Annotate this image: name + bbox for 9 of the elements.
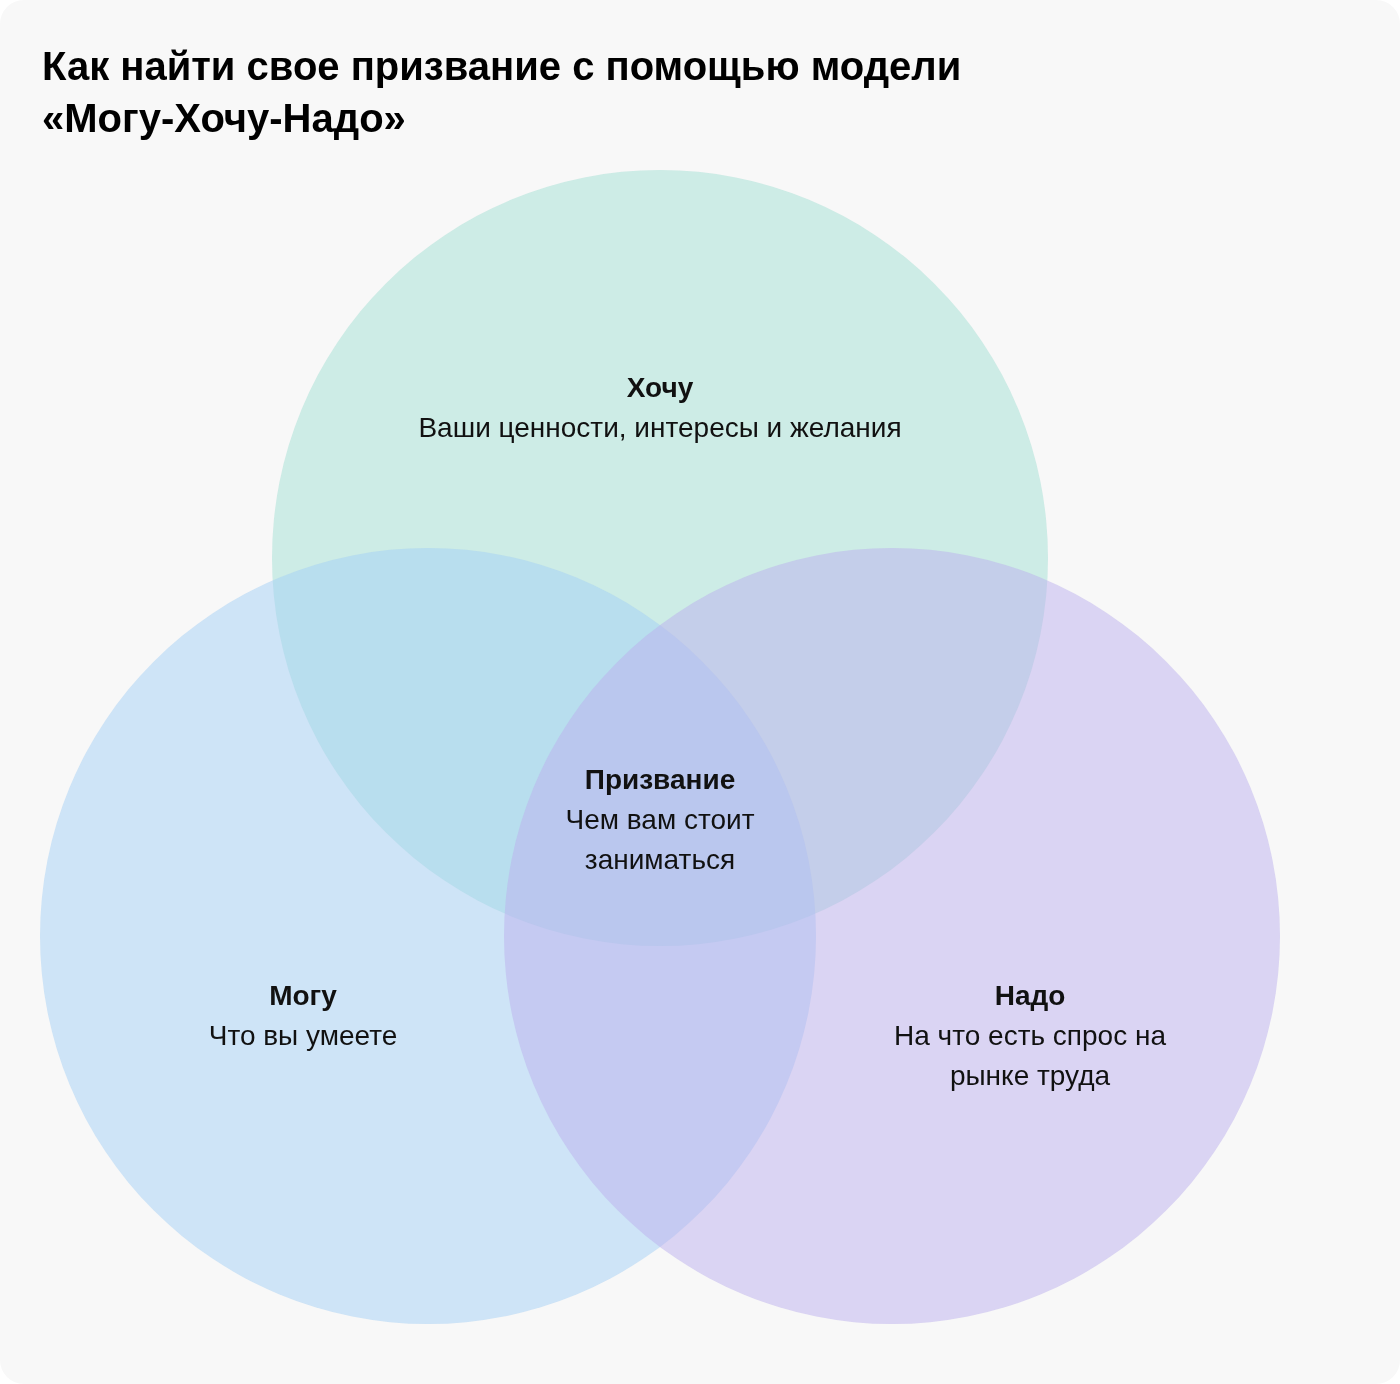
region-heading: Надо xyxy=(993,979,1067,1013)
region-heading: Призвание xyxy=(583,763,737,797)
region-heading: Могу xyxy=(268,979,338,1013)
region-description: На что есть спрос на рынке труда xyxy=(893,1019,1167,1093)
region-heading: Хочу xyxy=(625,371,695,405)
title: Как найти свое призвание с помощью модели «Могу-Хочу-Надо» xyxy=(42,43,963,142)
region-description: Ваши ценности, интересы и желания xyxy=(417,411,903,445)
region-description: Чем вам стоит заниматься xyxy=(564,803,756,877)
region-description: Что вы умеете xyxy=(207,1019,399,1053)
